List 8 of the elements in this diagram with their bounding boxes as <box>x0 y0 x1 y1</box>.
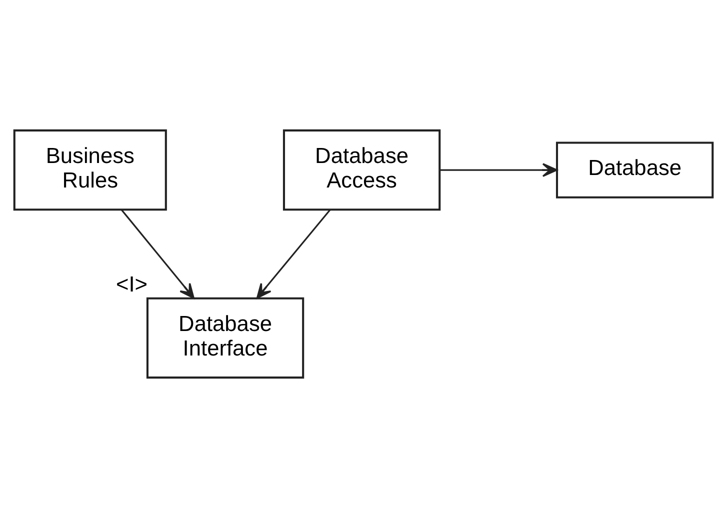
node-box: Database Access <box>282 129 441 211</box>
node-box: Database Interface <box>146 297 304 379</box>
node-label: <I> <box>116 271 148 296</box>
node-box: Business Rules <box>13 129 167 211</box>
arrow <box>256 209 331 299</box>
node-box: Database <box>556 142 714 198</box>
arrow <box>440 163 558 177</box>
arrow <box>120 209 194 299</box>
